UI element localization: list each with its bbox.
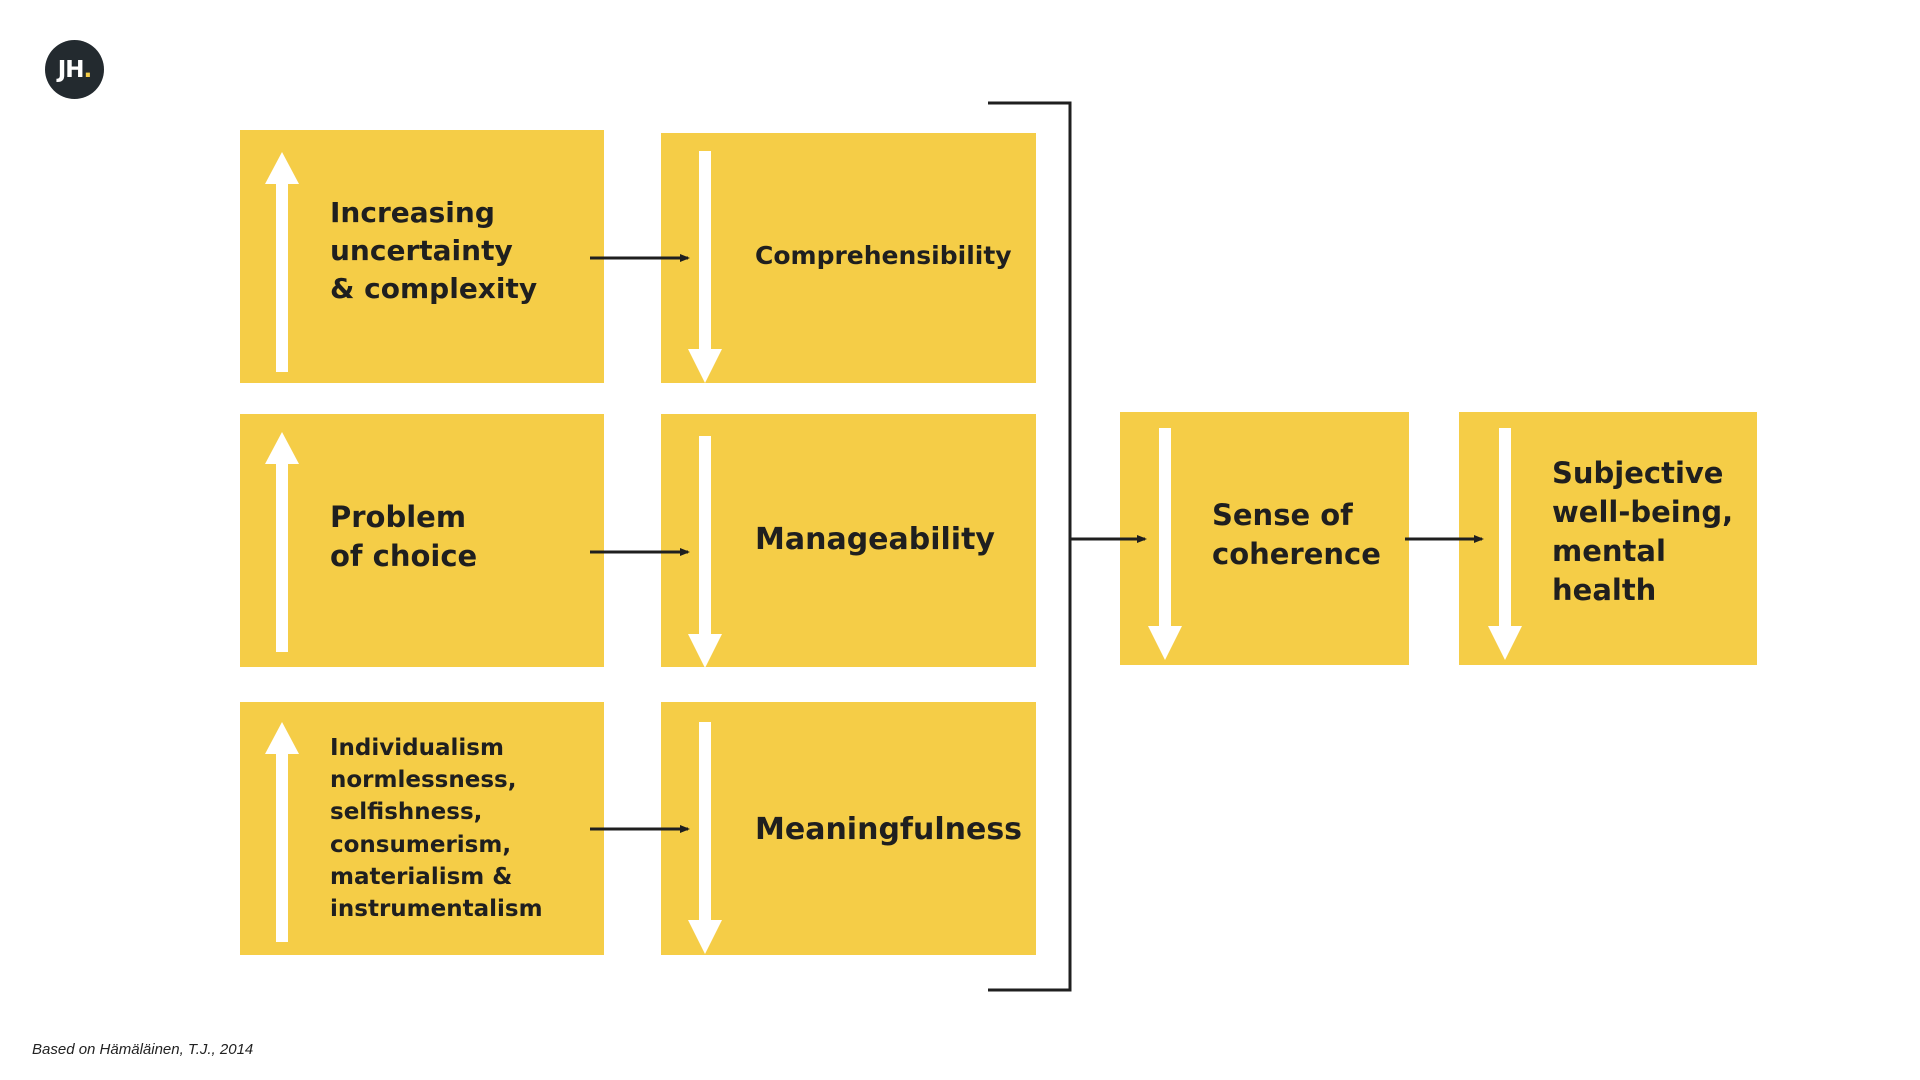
component-label-meaningfulness: Meaningfulness — [755, 812, 1023, 847]
source-credit: Based on Hämäläinen, T.J., 2014 — [32, 1041, 254, 1058]
driver-box-choice: Problem of choice — [240, 414, 604, 667]
up-arrow-icon — [265, 722, 299, 942]
component-box-meaningfulness: Meaningfulness — [661, 702, 1036, 955]
component-label-manageability: Manageability — [755, 522, 995, 557]
logo-dot: . — [83, 56, 93, 83]
driver-box-uncertainty: Increasing uncertainty & complexity — [240, 130, 604, 383]
driver-label-choice: Problem of choice — [330, 500, 478, 574]
driver-box-individualism: Individualism normlessness, selfishness,… — [240, 702, 604, 955]
bracket — [988, 101, 1072, 992]
coherence-label: Sense of coherence — [1212, 498, 1381, 572]
up-arrow-icon — [265, 432, 299, 652]
down-arrow-icon — [1488, 428, 1522, 660]
coherence-box: Sense of coherence — [1120, 412, 1409, 665]
jh-logo: JH. — [45, 40, 104, 99]
down-arrow-icon — [688, 436, 722, 668]
outcome-label: Subjective well-being, mental health — [1552, 456, 1734, 608]
down-arrow-icon — [1148, 428, 1182, 660]
down-arrow-icon — [688, 722, 722, 954]
logo-initials: JH — [57, 56, 85, 83]
down-arrow-icon — [688, 151, 722, 383]
driver-label-uncertainty: Increasing uncertainty & complexity — [330, 196, 538, 305]
driver-label-individualism: Individualism normlessness, selfishness,… — [330, 735, 543, 922]
outcome-box: Subjective well-being, mental health — [1459, 412, 1757, 665]
component-label-comprehensibility: Comprehensibility — [755, 241, 1012, 270]
component-box-manageability: Manageability — [661, 414, 1036, 668]
up-arrow-icon — [265, 152, 299, 372]
component-box-comprehensibility: Comprehensibility — [661, 133, 1036, 383]
